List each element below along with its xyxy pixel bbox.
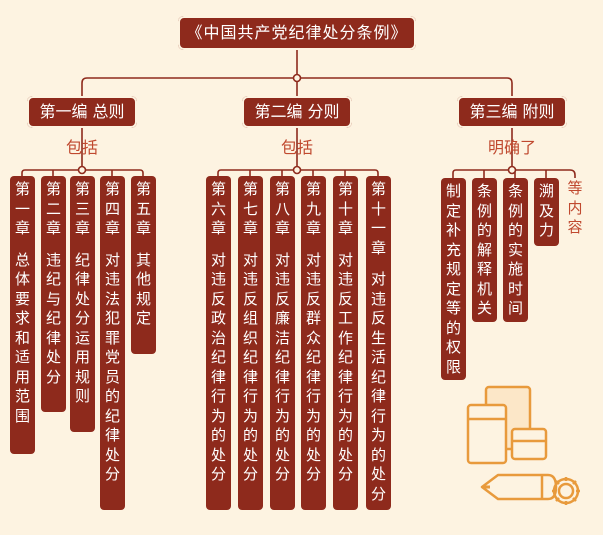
- chapter-4-title: 对违法犯罪党员的纪律处分: [104, 250, 120, 484]
- chapter-3-title: 纪律处分运用规则: [74, 250, 90, 406]
- chapter-8-title: 对违反廉洁纪律行为的处分: [274, 250, 290, 484]
- part-3-sub: 明确了: [488, 138, 537, 157]
- chapter-2-title: 违纪与纪律处分: [45, 250, 61, 386]
- chapter-10-num: 第十章: [337, 180, 353, 237]
- chapter-9-title: 对违反群众纪律行为的处分: [305, 250, 321, 484]
- chapter-3-num: 第三章: [74, 180, 90, 237]
- appendix-item-3: 条例的实施时间: [503, 178, 528, 322]
- chapter-5-num: 第五章: [135, 180, 151, 237]
- appendix-extra: 等内容: [567, 179, 583, 236]
- chapter-5: 第五章 其他规定: [131, 176, 156, 354]
- appendix-item-2: 条例的解释机关: [472, 178, 497, 322]
- document-pencil-gear-icon: [466, 385, 580, 505]
- part-1-label: 第一编 总则: [27, 96, 137, 128]
- chapter-9: 第九章 对违反群众纪律行为的处分: [301, 176, 326, 510]
- chapter-9-num: 第九章: [305, 180, 321, 237]
- chapter-1-title: 总体要求和适用范围: [14, 250, 30, 425]
- appendix-item-4: 溯及力: [534, 178, 559, 246]
- diagram-title: 《中国共产党纪律处分条例》: [178, 16, 416, 50]
- appendix-item-1: 制定补充规定等的权限: [441, 178, 466, 380]
- chapter-5-title: 其他规定: [135, 250, 151, 328]
- part-2-sub: 包括: [281, 138, 314, 157]
- chapter-3: 第三章 纪律处分运用规则: [70, 176, 95, 432]
- chapter-8: 第八章 对违反廉洁纪律行为的处分: [270, 176, 295, 510]
- chapter-10-title: 对违反工作纪律行为的处分: [337, 250, 353, 484]
- chapter-7: 第七章 对违反组织纪律行为的处分: [238, 176, 263, 510]
- chapter-6: 第六章 对违反政治纪律行为的处分: [206, 176, 231, 510]
- chapter-7-num: 第七章: [242, 180, 258, 237]
- chapter-11-num: 第十一章: [370, 180, 386, 257]
- chapter-4: 第四章 对违法犯罪党员的纪律处分: [100, 176, 125, 510]
- chapter-10: 第十章 对违反工作纪律行为的处分: [333, 176, 358, 510]
- chapter-11-title: 对违反生活纪律行为的处分: [370, 270, 386, 503]
- chapter-6-num: 第六章: [210, 180, 226, 237]
- chapter-2-num: 第二章: [45, 180, 61, 237]
- chapter-6-title: 对违反政治纪律行为的处分: [210, 250, 226, 484]
- part-3-label: 第三编 附则: [457, 96, 567, 128]
- chapter-1: 第一章 总体要求和适用范围: [10, 176, 35, 454]
- chapter-4-num: 第四章: [104, 180, 120, 237]
- chapter-11: 第十一章 对违反生活纪律行为的处分: [366, 176, 391, 510]
- chapter-8-num: 第八章: [274, 180, 290, 237]
- chapter-1-num: 第一章: [14, 180, 30, 237]
- chapter-2: 第二章 违纪与纪律处分: [41, 176, 66, 412]
- part-2-label: 第二编 分则: [242, 96, 352, 128]
- part-1-sub: 包括: [66, 138, 99, 157]
- chapter-7-title: 对违反组织纪律行为的处分: [242, 250, 258, 484]
